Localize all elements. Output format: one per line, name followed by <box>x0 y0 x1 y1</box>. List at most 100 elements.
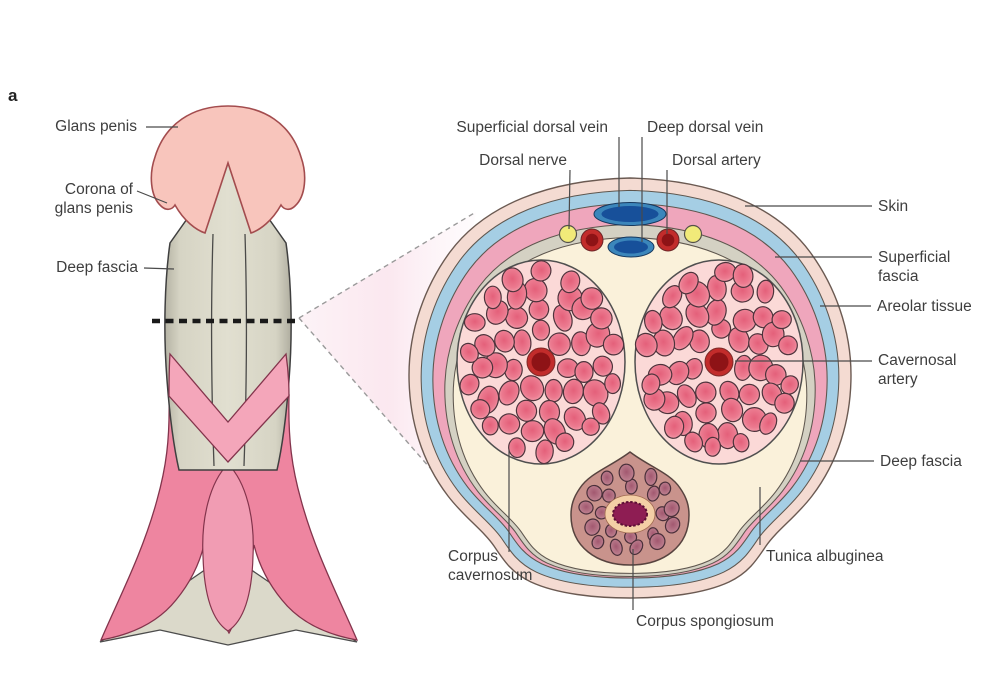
cavernous-tissue-blob <box>481 416 499 436</box>
label-deep-dorsal-vein: Deep dorsal vein <box>647 119 764 136</box>
cavernous-tissue-blob <box>601 488 616 503</box>
label-skin: Skin <box>878 198 909 215</box>
label-glans-penis: Glans penis <box>55 118 137 135</box>
cavernous-tissue-blob <box>535 439 554 465</box>
cavernous-tissue-blob <box>774 392 795 414</box>
cavernous-tissue-right <box>634 261 799 457</box>
deep-dorsal-vein-lumen <box>614 240 648 254</box>
cavernous-tissue-blob <box>586 484 603 502</box>
cavernous-tissue-blob <box>530 260 552 282</box>
cavernous-tissue-blob <box>498 380 520 406</box>
cavernous-tissue-blob <box>643 309 663 334</box>
fan-edge-lower <box>298 317 431 469</box>
cavernous-tissue-blob <box>658 481 672 496</box>
cavernous-tissue-blob <box>531 319 551 341</box>
longitudinal-figure <box>99 105 359 646</box>
cavernous-tissue-blob <box>584 518 601 536</box>
muscle-chevron-wrap <box>168 352 290 463</box>
label-deep-fascia-cross-section: Deep fascia <box>880 453 962 470</box>
cavernous-tissue-blob <box>520 420 545 443</box>
cavernous-tissue-blob <box>560 270 581 294</box>
cavernous-tissue-blob <box>704 436 722 457</box>
cavernous-tissue-blob <box>547 332 571 356</box>
cavernous-tissue-blob <box>641 373 661 395</box>
cavernous-tissue-blob <box>508 437 526 459</box>
dorsal-artery-right-core <box>661 233 675 247</box>
label-corpus-spongiosum: Corpus spongiosum <box>636 613 774 630</box>
dorsal-artery-left-core <box>585 233 599 247</box>
cavernous-tissue-blob <box>738 383 761 406</box>
cross-section-figure <box>408 177 852 599</box>
cavernous-tissue-left <box>459 260 625 465</box>
cavernous-tissue-blob <box>591 534 605 550</box>
cavernous-tissue-blob <box>634 332 658 358</box>
cavernous-tissue-blob <box>759 412 778 435</box>
cavernous-tissue-blob <box>663 415 685 439</box>
cavernous-tissue-blob <box>664 516 681 534</box>
panel-label: a <box>8 86 18 105</box>
glans-shape <box>150 105 306 235</box>
bulb-of-penis <box>202 463 254 632</box>
cavernous-tissue-blob <box>732 432 750 453</box>
cavernous-tissue-blob <box>609 538 623 556</box>
leader-deep-fascia-left <box>143 267 175 270</box>
fan-edge-upper <box>298 211 477 319</box>
dorsal-nerve-right <box>683 224 703 244</box>
cavernous-tissue-blob <box>471 356 494 379</box>
label-areolar-tissue: Areolar tissue <box>877 298 972 315</box>
cavernous-tissue-blob <box>581 417 600 436</box>
cavernous-tissue-blob <box>459 373 480 396</box>
label-corpus-cavernosum: Corpus cavernosum <box>448 548 533 584</box>
cavernous-tissue-blob <box>519 375 545 402</box>
cavernous-tissue-blob <box>756 279 775 304</box>
cavernous-tissue-blob <box>764 364 787 386</box>
cavernous-tissue-blob <box>672 326 694 351</box>
dorsal-nerve-left <box>558 224 578 244</box>
superficial-dorsal-vein-lumen <box>601 206 659 222</box>
cavernosal-artery-right-core <box>709 352 729 372</box>
label-cavernosal-artery: Cavernosal artery <box>878 352 957 388</box>
label-corona-of-glans-penis: Corona of glans penis <box>54 181 133 217</box>
cavernous-tissue-blob <box>501 267 524 293</box>
cavernous-tissue-blob <box>644 467 658 487</box>
cavernous-tissue-blob <box>685 301 710 328</box>
cavernous-tissue-blob <box>498 413 521 435</box>
spongiosum-tissue <box>578 463 681 556</box>
label-tunica-albuginea: Tunica albuginea <box>766 548 884 565</box>
cavernous-tissue-blob <box>463 313 486 332</box>
urethra <box>612 501 648 527</box>
cavernous-tissue-blob <box>604 373 622 395</box>
cavernous-tissue-blob <box>678 271 699 295</box>
label-dorsal-nerve: Dorsal nerve <box>479 152 567 169</box>
cavernous-tissue-blob <box>590 307 613 330</box>
cavernous-tissue-blob <box>778 335 798 356</box>
cavernous-tissue-blob <box>470 399 491 420</box>
cavernous-tissue-blob <box>684 431 704 453</box>
cavernous-tissue-blob <box>662 285 683 309</box>
cavernous-tissue-blob <box>695 402 717 424</box>
label-dorsal-artery: Dorsal artery <box>672 152 761 169</box>
cavernous-tissue-blob <box>544 378 563 403</box>
leader-dorsal-nerve <box>568 169 571 230</box>
cavernous-tissue-blob <box>732 263 754 288</box>
leader-corona <box>136 190 168 204</box>
leader-lines <box>136 126 874 610</box>
cavernous-tissue-blob <box>552 304 573 332</box>
cavernous-tissue-blob <box>494 329 515 353</box>
cavernous-tissue-blob <box>676 384 697 408</box>
label-superficial-dorsal-vein: Superficial dorsal vein <box>456 119 608 136</box>
label-deep-fascia-longitudinal: Deep fascia <box>56 259 138 276</box>
cavernous-tissue-blob <box>483 285 502 310</box>
cavernous-tissue-blob <box>646 485 660 502</box>
cavernous-tissue-blob <box>602 333 625 356</box>
cavernous-tissue-blob <box>580 287 604 310</box>
cavernous-tissue-blob <box>649 532 666 551</box>
cavernous-tissue-blob <box>578 500 594 515</box>
cavernous-tissue-blob <box>591 402 611 425</box>
cavernous-tissue-blob <box>771 310 792 330</box>
cavernous-tissue-blob <box>563 406 587 431</box>
cavernous-tissue-blob <box>574 361 594 383</box>
cavernous-tissue-blob <box>459 342 479 363</box>
